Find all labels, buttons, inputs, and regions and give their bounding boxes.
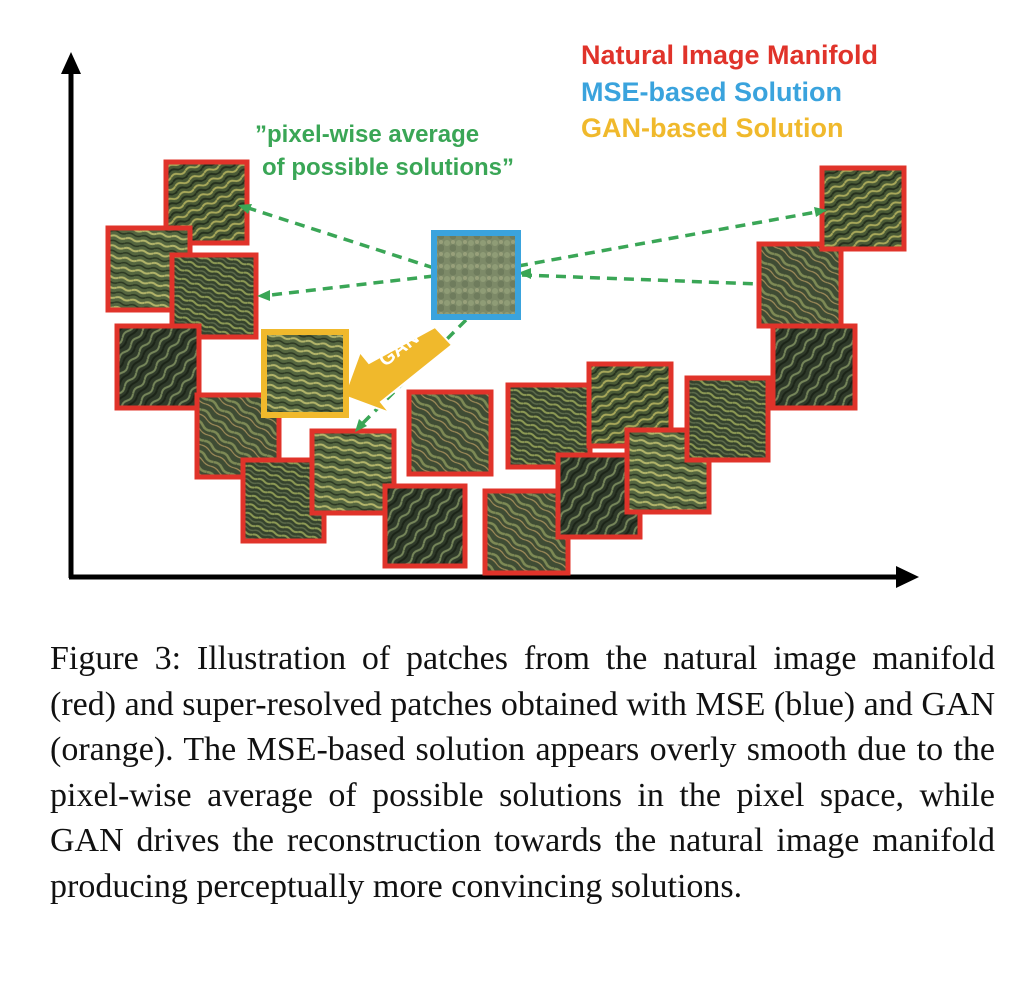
manifold-patch (770, 323, 858, 411)
dashed-arrow (521, 273, 760, 286)
manifold-patch (684, 375, 771, 463)
legend-item-mse: MSE-based Solution (581, 77, 842, 107)
caption-text: Figure 3: Illustration of patches from t… (50, 640, 995, 905)
manifold-patch (406, 389, 494, 477)
mse-solution-patch (431, 230, 521, 320)
manifold-patch (309, 428, 397, 516)
manifold-patch (382, 483, 468, 569)
arrowhead (355, 419, 367, 432)
gan-arrow-shape (342, 325, 454, 416)
legend-item-manifold: Natural Image Manifold (581, 40, 878, 70)
manifold-illustration-figure: GAN ”pixel-wise average of possible solu… (61, 40, 919, 588)
annotation-line-2: of possible solutions” (262, 154, 514, 181)
x-axis-arrowhead (896, 566, 919, 588)
manifold-patches (105, 159, 907, 576)
arrowhead (238, 204, 252, 214)
y-axis-arrowhead (61, 52, 81, 74)
figure-caption: Figure 3: Illustration of patches from t… (50, 636, 995, 909)
manifold-patch (819, 165, 907, 252)
annotation-line-1: ”pixel-wise average (255, 121, 479, 148)
dashed-arrow (517, 209, 823, 268)
gan-solution-patch (261, 329, 349, 418)
dashed-arrow (241, 204, 435, 270)
arrowhead (518, 268, 531, 279)
arrowhead (814, 207, 827, 217)
manifold-patch (169, 252, 259, 340)
average-arrowheads (238, 204, 827, 432)
axes (61, 52, 919, 588)
legend-item-gan: GAN-based Solution (581, 113, 844, 143)
manifold-patch (756, 241, 844, 329)
average-annotation: ”pixel-wise average of possible solution… (255, 121, 514, 181)
dashed-arrow (261, 274, 435, 298)
manifold-patch (114, 323, 202, 411)
legend: Natural Image Manifold MSE-based Solutio… (581, 40, 878, 143)
arrowhead (257, 290, 270, 301)
